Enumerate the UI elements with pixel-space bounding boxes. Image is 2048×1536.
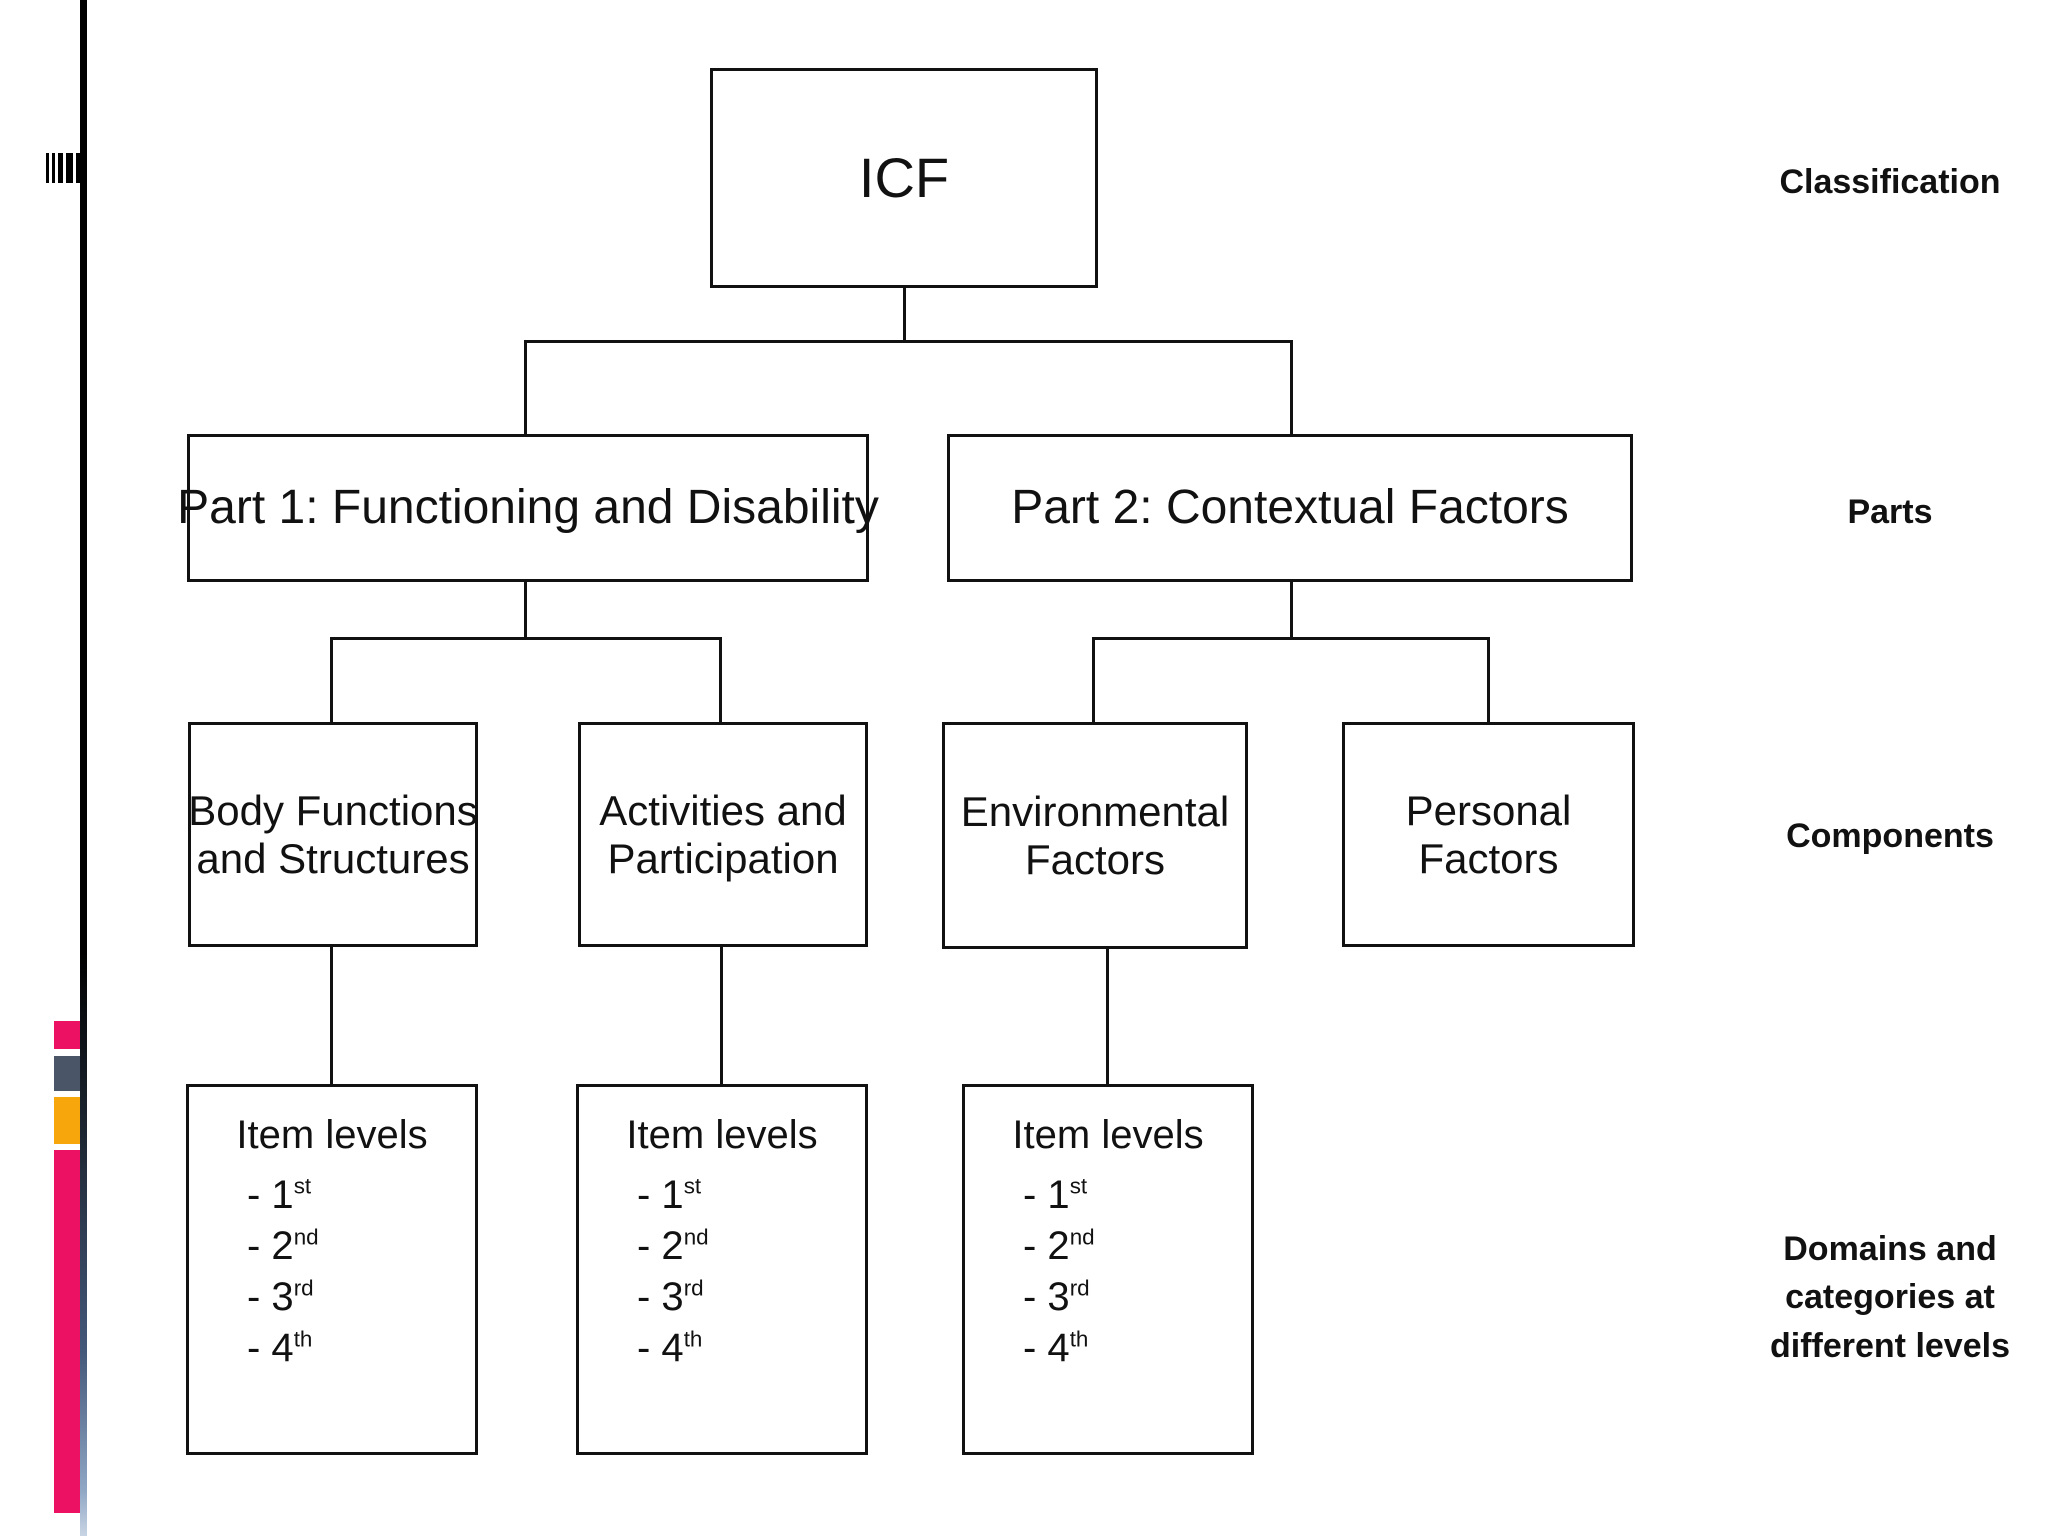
node-item-levels-body-functions[interactable]: Item levels - 1st - 2nd - 3rd - 4th xyxy=(186,1084,478,1455)
connector-root-down xyxy=(903,288,906,342)
row-label-classification: Classification xyxy=(1740,158,2040,206)
color-swatch-pink-top xyxy=(54,1021,80,1049)
node-part-1[interactable]: Part 1: Functioning and Disability xyxy=(177,434,879,582)
node-part-2-label: Part 2: Contextual Factors xyxy=(1011,481,1569,535)
item-level-3: - 3rd xyxy=(1023,1275,1090,1320)
item-level-2: - 2nd xyxy=(247,1223,319,1268)
node-environmental-line-2: Factors xyxy=(1024,835,1166,883)
connector-components-bus-right xyxy=(1092,637,1490,640)
item-level-4: - 4th xyxy=(637,1326,703,1371)
item-level-2: - 2nd xyxy=(1023,1223,1095,1268)
node-body-functions-and-structures[interactable]: Body Functions and Structures xyxy=(188,722,478,947)
item-level-4: - 4th xyxy=(1023,1326,1089,1371)
connector-to-part1 xyxy=(524,340,527,436)
connector-ap-to-items xyxy=(720,947,723,1087)
connector-to-body-functions xyxy=(330,637,333,724)
node-activities-line-2: Participation xyxy=(607,834,839,882)
item-level-1: - 1st xyxy=(247,1172,312,1217)
item-levels-title: Item levels xyxy=(1012,1113,1204,1157)
color-swatch-pink-long xyxy=(54,1150,80,1513)
row-label-classification-text: Classification xyxy=(1779,163,2001,201)
node-environmental-line-1: Environmental xyxy=(960,788,1230,836)
node-activities-line-1: Activities and xyxy=(599,787,847,835)
connector-parts-bus xyxy=(524,340,1293,343)
row-label-components-text: Components xyxy=(1786,817,1994,855)
node-environmental-factors[interactable]: Environmental Factors xyxy=(942,722,1248,949)
item-level-2: - 2nd xyxy=(637,1223,709,1268)
connector-bfs-to-items xyxy=(330,947,333,1087)
color-swatch-amber xyxy=(54,1097,80,1144)
node-part-1-label: Part 1: Functioning and Disability xyxy=(177,481,879,535)
connector-part2-down xyxy=(1290,580,1293,637)
item-levels-title: Item levels xyxy=(236,1113,428,1157)
node-personal-line-1: Personal xyxy=(1405,787,1572,835)
connector-to-part2 xyxy=(1290,340,1293,436)
node-personal-line-2: Factors xyxy=(1418,834,1559,882)
node-icf[interactable]: ICF xyxy=(710,68,1098,288)
connector-ef-to-items xyxy=(1106,949,1109,1087)
connector-components-bus-left xyxy=(330,637,720,640)
connector-part1-down xyxy=(524,580,527,637)
item-level-3: - 3rd xyxy=(247,1275,314,1320)
item-level-1: - 1st xyxy=(637,1172,702,1217)
vertical-rule xyxy=(80,0,87,1536)
barcode-icon xyxy=(46,153,87,183)
connector-to-personal xyxy=(1487,637,1490,724)
row-label-components: Components xyxy=(1740,812,2040,860)
node-body-functions-line-1: Body Functions xyxy=(188,787,478,835)
node-activities-and-participation[interactable]: Activities and Participation xyxy=(578,722,868,947)
node-part-2[interactable]: Part 2: Contextual Factors xyxy=(947,434,1633,582)
item-level-4: - 4th xyxy=(247,1326,313,1371)
node-body-functions-line-2: and Structures xyxy=(196,834,470,882)
node-item-levels-environmental[interactable]: Item levels - 1st - 2nd - 3rd - 4th xyxy=(962,1084,1254,1455)
color-swatch-slate xyxy=(54,1056,80,1091)
item-level-1: - 1st xyxy=(1023,1172,1088,1217)
item-levels-title: Item levels xyxy=(626,1113,818,1157)
row-label-parts: Parts xyxy=(1740,488,2040,536)
row-label-domains: Domains and categories at different leve… xyxy=(1740,1225,2040,1370)
node-personal-factors[interactable]: Personal Factors xyxy=(1342,722,1635,947)
row-label-domains-line-2: categories at xyxy=(1785,1278,1995,1317)
item-level-3: - 3rd xyxy=(637,1275,704,1320)
connector-to-environmental xyxy=(1092,637,1095,724)
row-label-parts-text: Parts xyxy=(1847,493,1933,531)
row-label-domains-line-3: different levels xyxy=(1770,1326,2010,1365)
node-icf-label: ICF xyxy=(858,145,950,209)
left-decorative-rail xyxy=(0,0,110,1536)
row-label-domains-line-1: Domains and xyxy=(1783,1230,1997,1268)
connector-to-activities xyxy=(719,637,722,724)
node-item-levels-activities[interactable]: Item levels - 1st - 2nd - 3rd - 4th xyxy=(576,1084,868,1455)
